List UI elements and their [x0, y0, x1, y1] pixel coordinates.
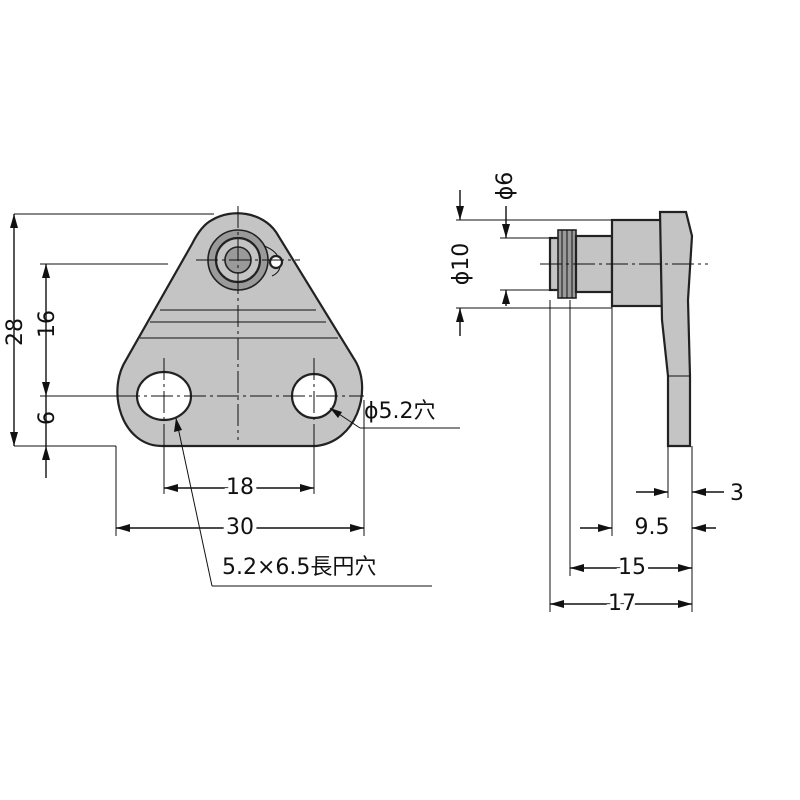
- dim-3: 3: [730, 481, 744, 506]
- side-view: [540, 210, 708, 448]
- snap-ring-eye: [268, 254, 284, 270]
- dim-15: 15: [618, 555, 646, 580]
- round-hole-label: ϕ5.2穴: [364, 399, 436, 424]
- dim-18: 18: [226, 475, 254, 500]
- dim-30: 30: [226, 515, 254, 540]
- front-dimensions: 28 16 6 18 30 ϕ5.2穴 5.2×6.5長円穴: [3, 213, 460, 587]
- slot-hole-label: 5.2×6.5長円穴: [222, 555, 376, 580]
- plate-profile: [658, 210, 694, 448]
- front-view: [116, 206, 364, 448]
- dim-phi6: ϕ6: [493, 172, 518, 201]
- dim-17: 17: [608, 591, 636, 616]
- dim-28: 28: [3, 318, 28, 346]
- side-dimensions: ϕ6 ϕ10 3 9.5 15 17: [449, 172, 744, 620]
- boss: [610, 218, 664, 308]
- dim-phi10: ϕ10: [449, 243, 474, 286]
- dim-6: 6: [35, 411, 60, 425]
- dim-16: 16: [35, 310, 60, 338]
- dim-9-5: 9.5: [635, 515, 670, 540]
